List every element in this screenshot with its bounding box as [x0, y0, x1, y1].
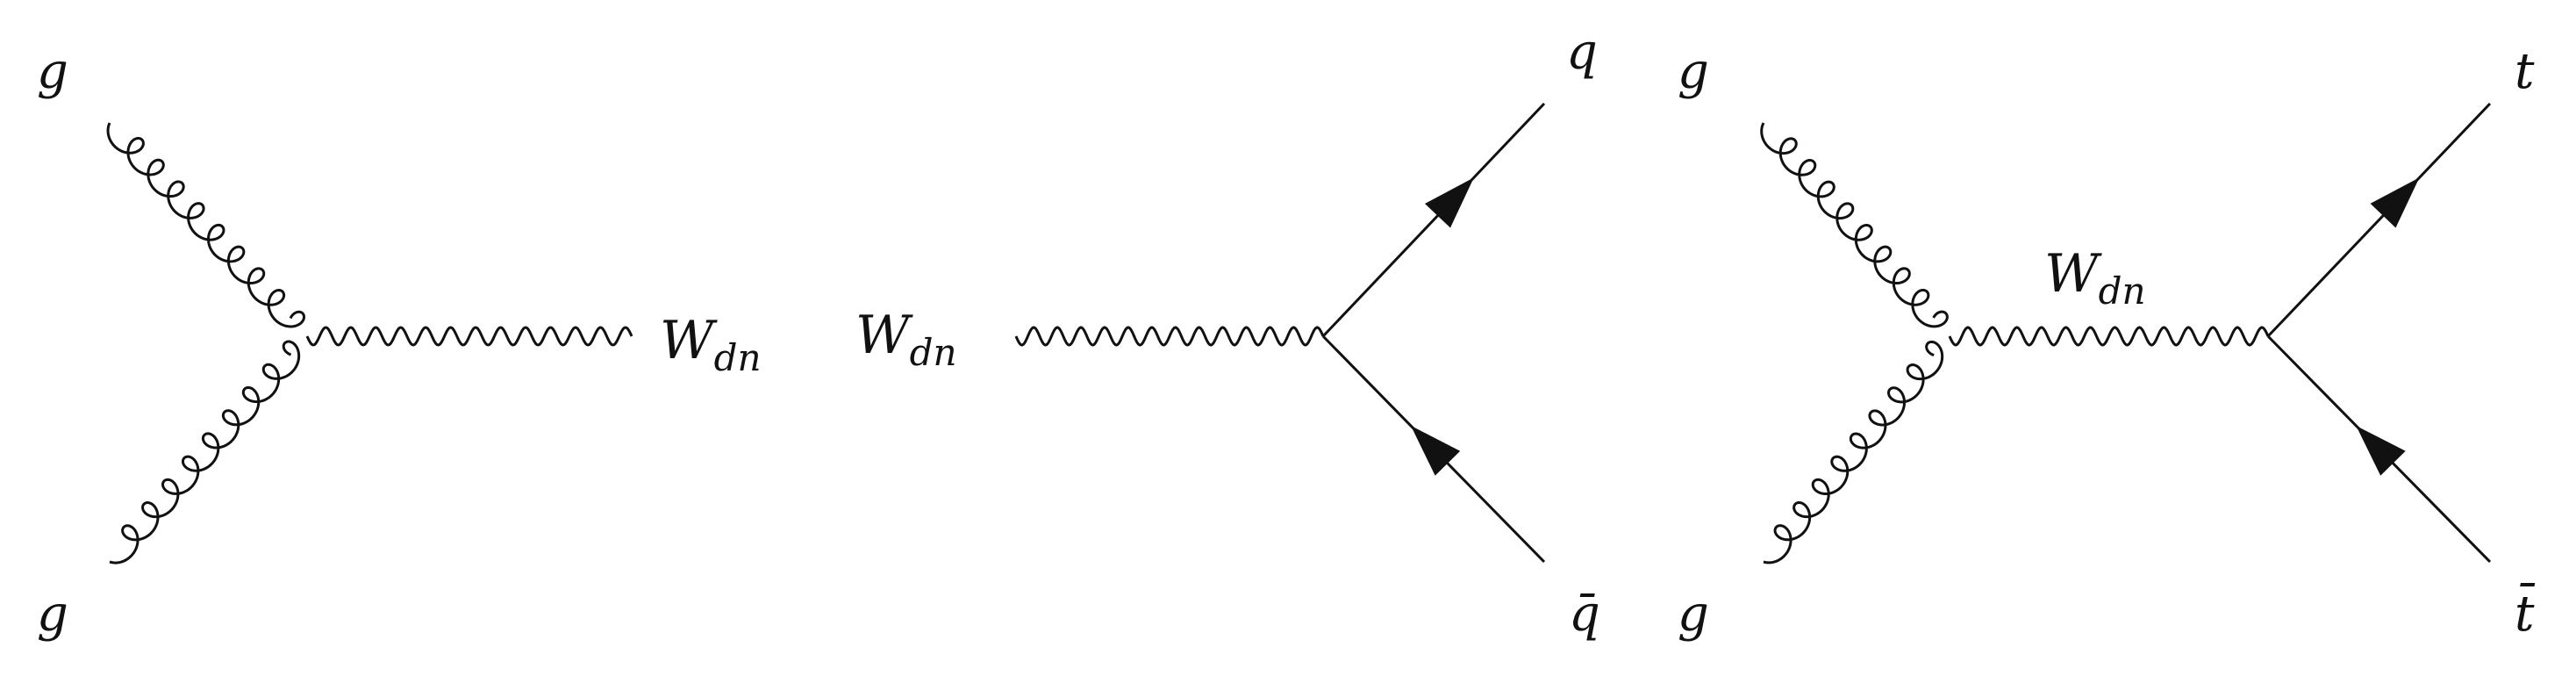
gluon-line-top — [106, 122, 306, 328]
label-boson-wdn-2-sub: dn — [910, 331, 957, 374]
label-boson-wdn-main: W — [660, 310, 718, 371]
label-boson-wdn-3-sub: dn — [2099, 270, 2146, 313]
label-boson-wdn: Wdn — [660, 310, 762, 379]
label-boson-wdn-sub: dn — [714, 336, 762, 379]
label-top: t — [2515, 43, 2535, 100]
arrow-antitop — [2356, 426, 2406, 476]
arrow-quark — [1425, 177, 1474, 228]
label-gluon-top-3: g — [1678, 43, 1709, 100]
gluon-line-bottom — [109, 340, 301, 565]
arrow-antiquark — [1411, 425, 1461, 476]
label-boson-wdn-2: Wdn — [855, 305, 957, 374]
label-gluon-bottom-3: g — [1678, 586, 1709, 643]
label-boson-wdn-3: Wdn — [2044, 243, 2146, 313]
label-antiquark: q̄ — [1569, 586, 1600, 643]
diagram-wdn-to-qqbar: Wdn q q̄ — [855, 24, 1600, 643]
label-antitop: t̄ — [2515, 582, 2536, 643]
fermion-line-top — [2266, 102, 2492, 338]
label-quark: q — [1566, 24, 1598, 81]
label-boson-wdn-2-main: W — [855, 305, 913, 366]
arrow-top — [2370, 177, 2420, 228]
label-gluon-bottom: g — [37, 586, 68, 643]
gluon-line-bottom-3 — [1763, 340, 1944, 565]
label-gluon-top: g — [37, 43, 68, 100]
label-boson-wdn-3-main: W — [2044, 243, 2102, 305]
fermion-line-quark — [1321, 102, 1546, 338]
boson-line-wdn-2 — [1014, 326, 1325, 347]
diagram-gg-to-wdn: g g Wdn — [37, 43, 762, 643]
gluon-line-top-3 — [1760, 122, 1949, 328]
boson-line-wdn — [305, 326, 633, 347]
diagram-gg-to-ttbar: g g Wdn t t̄ — [1678, 43, 2536, 643]
boson-line-wdn-3 — [1948, 326, 2270, 347]
